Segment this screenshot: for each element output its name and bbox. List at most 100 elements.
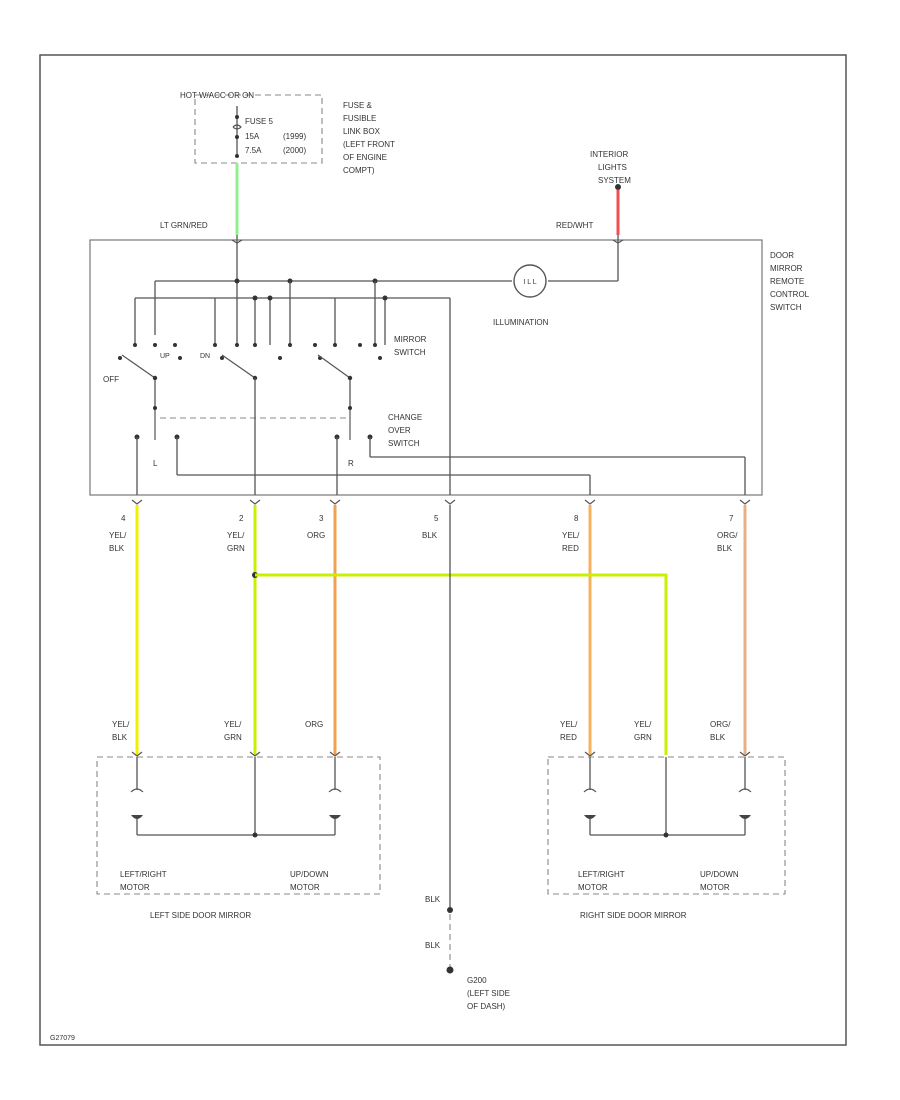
pin-number-8: 8 (574, 514, 579, 523)
switch-name-2: REMOTE (770, 277, 804, 286)
left-wire-0-a: YEL/ (112, 720, 130, 729)
footer-code: G27079 (50, 1035, 75, 1042)
left-wire-2-a: ORG (305, 720, 323, 729)
mirror-connector-3 (329, 751, 341, 757)
left-mirror: YEL/ BLK YEL/ GRN ORG LEFT/RIGHT MOTOR U… (96, 720, 381, 920)
fuse-year-1: (1999) (283, 132, 306, 141)
illumination-lamp-icon (513, 264, 547, 298)
fuse-rating-1: 15A (245, 132, 260, 141)
left-motor1-1: MOTOR (120, 883, 150, 892)
left-mirror-title: LEFT SIDE DOOR MIRROR (150, 911, 251, 920)
ground-label-2: OF DASH) (467, 1002, 506, 1011)
fuse-desc-1: FUSIBLE (343, 114, 376, 123)
fuse-rating-2: 7.5A (245, 146, 262, 155)
pin-wire-label-8-1: RED (562, 544, 579, 553)
switch-name-4: SWITCH (770, 303, 802, 312)
right-mirror: YEL/ RED YEL/ GRN ORG/ BLK LEFT/RIGHT MO… (547, 720, 786, 920)
left-motor-ud-icon (329, 815, 341, 819)
left-motor2-1: MOTOR (290, 883, 320, 892)
mirror-connector-4 (131, 751, 143, 757)
pin-wire-label-4-0: YEL/ (109, 531, 127, 540)
interior-lights-connector-icon (615, 184, 621, 190)
mirror-connector-8 (584, 751, 596, 757)
fuse-desc-2: LINK BOX (343, 127, 381, 136)
pin-connector-5 (444, 499, 456, 505)
left-wire-0-b: BLK (112, 733, 128, 742)
interior-lights-2: SYSTEM (598, 176, 631, 185)
ground-icon (446, 966, 454, 974)
fuse-desc-3: (LEFT FRONT (343, 140, 395, 149)
mirror-connector-2 (249, 751, 261, 757)
switch-name-0: DOOR (770, 251, 794, 260)
pin-wire-label-3-0: ORG (307, 531, 325, 540)
right-motor1-0: LEFT/RIGHT (578, 870, 625, 879)
pin-connector-7 (739, 499, 751, 505)
left-motor2-0: UP/DOWN (290, 870, 329, 879)
pin-number-7: 7 (729, 514, 734, 523)
right-wire-2-b: BLK (710, 733, 726, 742)
right-motor-lr-icon (584, 815, 596, 819)
pin-connector-4 (131, 499, 143, 505)
fuse-box-header: HOT W/ACC OR ON (180, 91, 254, 100)
left-wire-1-a: YEL/ (224, 720, 242, 729)
illumination-circuit: I L L ILLUMINATION (154, 264, 618, 345)
pin-wire-label-8-0: YEL/ (562, 531, 580, 540)
changeover-2: SWITCH (388, 439, 420, 448)
ground-label-1: (LEFT SIDE (467, 989, 510, 998)
interior-lights-0: INTERIOR (590, 150, 628, 159)
right-wire-0-a: YEL/ (560, 720, 578, 729)
changeover-0: CHANGE (388, 413, 422, 422)
right-motor2-1: MOTOR (700, 883, 730, 892)
pin-wire-label-2-0: YEL/ (227, 531, 245, 540)
pin-wire-label-2-1: GRN (227, 544, 245, 553)
mirror-switch-area: OFF UP DN MIRROR SWITCH (103, 295, 451, 460)
fuse-box: HOT W/ACC OR ON FUSE 5 15A (1999) 7.5A (… (180, 91, 395, 175)
left-wire-1-b: GRN (224, 733, 242, 742)
wire-top-right-label: RED/WHT (556, 221, 593, 230)
top-connectors (231, 235, 624, 345)
pin-connector-3 (329, 499, 341, 505)
ground-label-0: G200 (467, 976, 487, 985)
pin-wire-label-4-1: BLK (109, 544, 125, 553)
fuse-desc-5: COMPT) (343, 166, 375, 175)
changeover-1: OVER (388, 426, 411, 435)
mirror-connector-7 (739, 751, 751, 757)
left-motor1-0: LEFT/RIGHT (120, 870, 167, 879)
lamp-symbol: I L L (523, 279, 536, 286)
dn-label: DN (200, 353, 210, 360)
pin-wire-label-7-0: ORG/ (717, 531, 738, 540)
pin-wire-label-7-1: BLK (717, 544, 733, 553)
l-label: L (153, 459, 158, 468)
mirror-switch-0: MIRROR (394, 335, 427, 344)
off-label: OFF (103, 375, 119, 384)
changeover-switch: L R CHANGE OVER SWITCH (134, 378, 746, 495)
right-mirror-title: RIGHT SIDE DOOR MIRROR (580, 911, 687, 920)
pin-number-3: 3 (319, 514, 324, 523)
fuse-desc-0: FUSE & (343, 101, 373, 110)
pin-number-4: 4 (121, 514, 126, 523)
r-label: R (348, 459, 354, 468)
right-motor-ud-icon (739, 815, 751, 819)
pin-number-2: 2 (239, 514, 244, 523)
right-motor2-0: UP/DOWN (700, 870, 739, 879)
mirror-switch-1: SWITCH (394, 348, 426, 357)
right-motor1-1: MOTOR (578, 883, 608, 892)
switch-name-1: MIRROR (770, 264, 803, 273)
fuse-year-2: (2000) (283, 146, 306, 155)
ground-wire-1: BLK (425, 895, 441, 904)
pin-number-5: 5 (434, 514, 439, 523)
pin-wire-label-5-0: BLK (422, 531, 438, 540)
ground-wire-2: BLK (425, 941, 441, 950)
switch-name-3: CONTROL (770, 290, 810, 299)
right-wire-2-a: ORG/ (710, 720, 731, 729)
outer-border (39, 54, 847, 1046)
right-wire-0-b: RED (560, 733, 577, 742)
up-label: UP (160, 353, 170, 360)
fuse-name: FUSE 5 (245, 117, 274, 126)
ground-circuit: BLK BLK G200 (LEFT SIDE OF DASH) (425, 505, 510, 1011)
wire-top-left-label: LT GRN/RED (160, 221, 208, 230)
left-motor-lr-icon (131, 815, 143, 819)
switch-housing (89, 239, 763, 496)
